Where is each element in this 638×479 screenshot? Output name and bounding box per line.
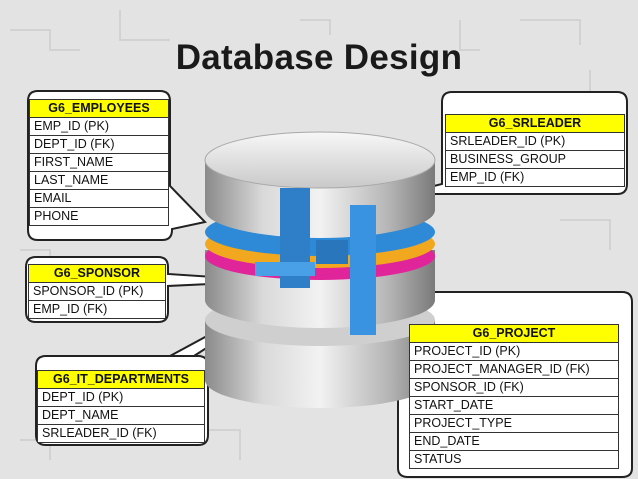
table-field: PROJECT_MANAGER_ID (FK) (409, 360, 619, 379)
srleader-table: G6_SRLEADER SRLEADER_ID (PK) BUSINESS_GR… (445, 114, 625, 187)
table-field: EMP_ID (FK) (28, 300, 166, 319)
table-header: G6_SPONSOR (28, 264, 166, 283)
table-field: SPONSOR_ID (PK) (28, 282, 166, 301)
table-field: BUSINESS_GROUP (445, 150, 625, 169)
table-field: SPONSOR_ID (FK) (409, 378, 619, 397)
table-field: SRLEADER_ID (FK) (37, 424, 205, 443)
table-field: EMP_ID (PK) (29, 117, 169, 136)
table-field: SRLEADER_ID (PK) (445, 132, 625, 151)
table-field: PROJECT_ID (PK) (409, 342, 619, 361)
project-table: G6_PROJECT PROJECT_ID (PK) PROJECT_MANAG… (409, 324, 619, 469)
page-title: Database Design (175, 38, 463, 77)
table-field: LAST_NAME (29, 171, 169, 190)
table-header: G6_PROJECT (409, 324, 619, 343)
table-field: DEPT_ID (PK) (37, 388, 205, 407)
table-field: PROJECT_TYPE (409, 414, 619, 433)
table-field: EMP_ID (FK) (445, 168, 625, 187)
table-field: STATUS (409, 450, 619, 469)
it-departments-table: G6_IT_DEPARTMENTS DEPT_ID (PK) DEPT_NAME… (37, 370, 205, 443)
sponsor-table: G6_SPONSOR SPONSOR_ID (PK) EMP_ID (FK) (28, 264, 166, 319)
table-field: PHONE (29, 207, 169, 226)
table-field: EMAIL (29, 189, 169, 208)
table-field: END_DATE (409, 432, 619, 451)
table-header: G6_EMPLOYEES (29, 99, 169, 118)
table-field: DEPT_ID (FK) (29, 135, 169, 154)
table-header: G6_IT_DEPARTMENTS (37, 370, 205, 389)
table-field: START_DATE (409, 396, 619, 415)
table-field: DEPT_NAME (37, 406, 205, 425)
table-header: G6_SRLEADER (445, 114, 625, 133)
employees-table: G6_EMPLOYEES EMP_ID (PK) DEPT_ID (FK) FI… (29, 99, 169, 226)
table-field: FIRST_NAME (29, 153, 169, 172)
